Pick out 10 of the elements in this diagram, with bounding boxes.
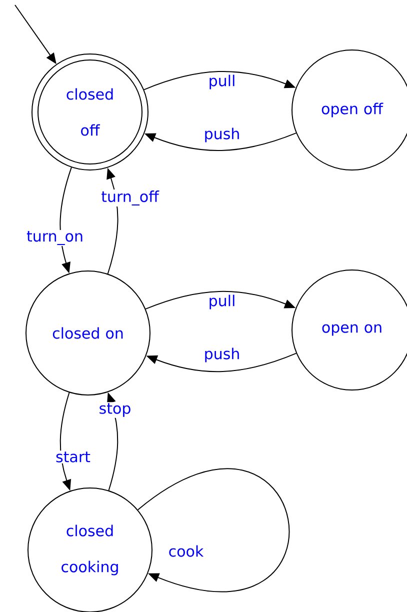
edge-label: pull (207, 294, 237, 310)
edge-label: pull (207, 74, 237, 90)
edge-label: push (202, 126, 242, 144)
edge-label: stop (98, 402, 132, 418)
edge-label: turn_off (100, 190, 160, 206)
self-loop-arrow (137, 469, 289, 591)
edge-label: cook (167, 544, 205, 558)
edge-label: push (202, 346, 242, 364)
edge-label: turn_on (26, 230, 84, 246)
edge-label: start (54, 450, 92, 464)
